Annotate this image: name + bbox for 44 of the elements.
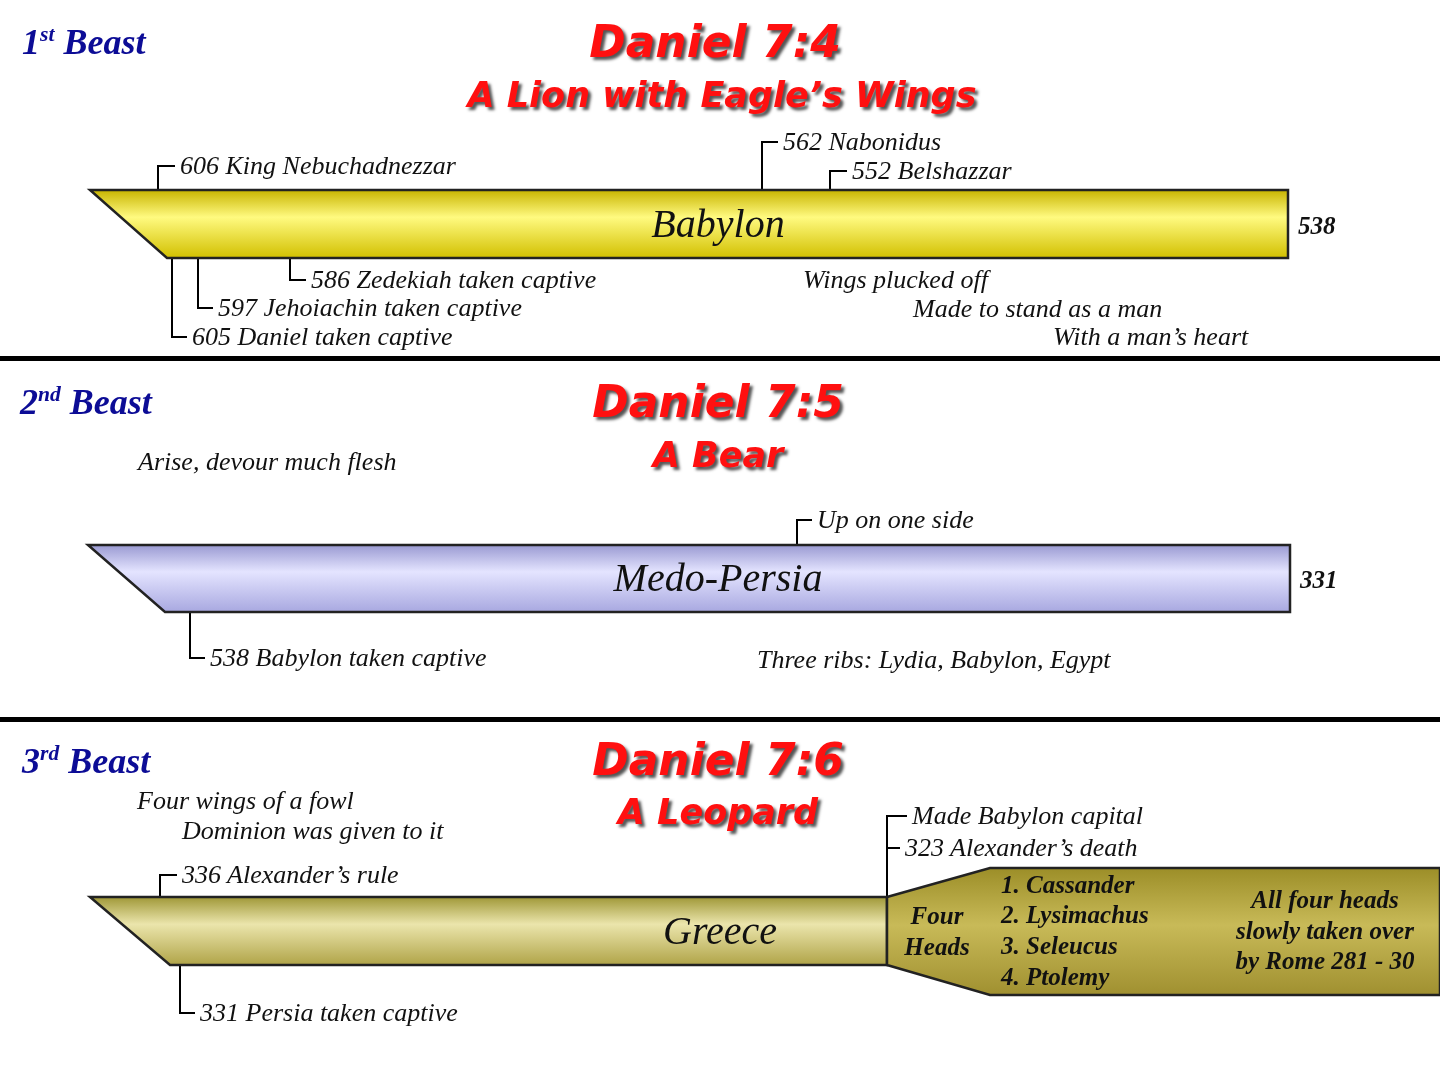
note-text: Three ribs: Lydia, Babylon, Egypt bbox=[757, 645, 1111, 675]
kingdom-name: Greece bbox=[663, 908, 777, 954]
note-text: Arise, devour much flesh bbox=[138, 447, 397, 477]
band-text: All four heads slowly taken over by Rome 281 - 30 bbox=[1234, 885, 1416, 977]
event-label: 323 Alexander’s death bbox=[905, 833, 1138, 863]
leader-line bbox=[761, 141, 779, 191]
kingdom-name: Medo-Persia bbox=[613, 555, 823, 601]
event-label: 538 Babylon taken captive bbox=[210, 643, 487, 673]
leader-line bbox=[157, 165, 176, 191]
beast-title: A Lion with Eagle’s Wings bbox=[467, 74, 977, 117]
verse-title: Daniel 7:6 bbox=[592, 734, 844, 786]
event-label: 586 Zedekiah taken captive bbox=[311, 265, 597, 295]
verse-title: Daniel 7:5 bbox=[592, 376, 844, 428]
note-text: With a man’s heart bbox=[1053, 322, 1249, 352]
year-label: 538 bbox=[1298, 211, 1336, 241]
note-text: Dominion was given to it bbox=[182, 816, 444, 846]
beast-heading: 3$^{rd}$ Beast bbox=[22, 740, 151, 781]
event-label: 331 Persia taken captive bbox=[200, 998, 458, 1028]
kingdom-name: Babylon bbox=[651, 201, 785, 247]
beast-title: A Bear bbox=[652, 434, 784, 477]
band-text: Four Heads bbox=[903, 900, 971, 961]
event-label: 597 Jehoiachin taken captive bbox=[218, 293, 522, 323]
event-label: 605 Daniel taken captive bbox=[192, 322, 453, 352]
band-text: 2. Lysimachus bbox=[1001, 899, 1149, 930]
leader-line bbox=[829, 170, 848, 191]
event-label: Made Babylon capital bbox=[912, 801, 1144, 831]
note-text: Made to stand as a man bbox=[913, 294, 1163, 324]
band-text: 4. Ptolemy bbox=[1001, 961, 1110, 992]
band-text: 3. Seleucus bbox=[1001, 930, 1118, 961]
year-label: 331 bbox=[1300, 565, 1338, 595]
beast-title: A Leopard bbox=[617, 791, 819, 834]
event-label: 562 Nabonidus bbox=[783, 127, 942, 157]
event-label: 606 King Nebuchadnezzar bbox=[180, 151, 456, 181]
leader-line bbox=[796, 519, 813, 546]
verse-title: Daniel 7:4 bbox=[589, 16, 841, 68]
event-label: 336 Alexander’s rule bbox=[182, 860, 399, 890]
leader-line bbox=[159, 874, 178, 898]
band-text: 1. Cassander bbox=[1001, 869, 1135, 900]
note-text: Four wings of a fowl bbox=[137, 786, 354, 816]
event-label: 552 Belshazzar bbox=[852, 156, 1012, 186]
heads-band bbox=[887, 868, 1440, 995]
event-label: Up on one side bbox=[817, 505, 974, 535]
beast-heading: 1$^{st}$ Beast bbox=[22, 21, 146, 62]
beast-heading: 2$^{nd}$ Beast bbox=[20, 381, 152, 422]
